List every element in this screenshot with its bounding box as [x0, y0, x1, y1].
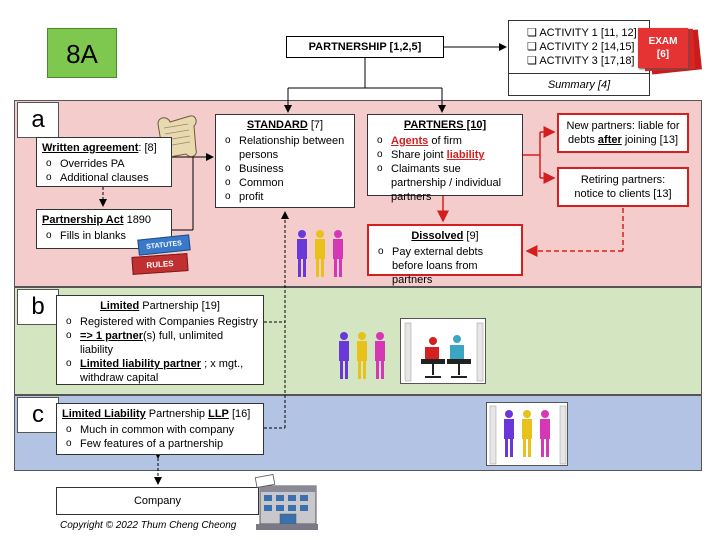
list-item: Business	[225, 162, 349, 176]
partners-title: PARTNERS [10]	[403, 119, 487, 131]
partners-people-icon	[297, 230, 343, 277]
chairs-icon	[404, 322, 484, 382]
copyright: Copyright © 2022 Thum Cheng Cheong	[60, 520, 237, 531]
exam-card[interactable]: EXAM [6]	[638, 28, 688, 68]
retiring-partners-box: Retiring partners: notice to clients [13…	[557, 167, 689, 207]
exam-label: EXAM	[648, 36, 678, 47]
building-icon	[254, 474, 318, 530]
llp-title-key: Limited Liability	[62, 408, 146, 420]
exam-ref: [6]	[656, 49, 670, 60]
partners-box: PARTNERS [10] Agents of firm Share joint…	[367, 114, 523, 203]
dissolved-title: Dissolved	[411, 230, 464, 242]
list-item: Share joint liability	[377, 148, 517, 162]
list-item: Few features of a partnership	[66, 437, 258, 451]
llp-title-mid: Partnership	[145, 408, 209, 420]
list-item: => 1 partner(s) full, unlimited liabilit…	[66, 329, 258, 357]
written-agreement-ref: : [8]	[138, 142, 157, 154]
retiring-line1: Retiring partners:	[580, 174, 666, 186]
retiring-line2: notice to clients [13]	[574, 188, 672, 200]
section-label-b: b	[17, 289, 59, 325]
new-partners-box: New partners: liable for debts after joi…	[557, 113, 689, 153]
list-item: Agents of firm	[377, 134, 517, 148]
llp-people-icon	[489, 405, 567, 465]
list-item: Additional clauses	[46, 171, 166, 185]
list-item: Relationship between persons	[225, 134, 349, 162]
standard-title: STANDARD	[246, 119, 308, 131]
list-item: Limited liability partner ; x mgt., with…	[66, 357, 258, 385]
section-label-a: a	[17, 102, 59, 138]
title-box: PARTNERSHIP [1,2,5]	[286, 36, 444, 58]
llp-title-abbr: LLP	[208, 408, 229, 420]
list-item: Registered with Companies Registry	[66, 315, 258, 329]
list-item: Pay external debts before loans from par…	[378, 245, 516, 287]
activity-1[interactable]: ❏ ACTIVITY 1 [11, 12]	[527, 27, 637, 39]
list-item: Common	[225, 176, 349, 190]
badge-8a: 8A	[47, 28, 117, 78]
list-item: Fills in blanks	[46, 229, 166, 243]
company-box: Company	[56, 487, 259, 515]
llp-box: Limited Liability Partnership LLP [16] M…	[56, 403, 264, 455]
limited-partnership-box: Limited Partnership [19] Registered with…	[56, 295, 264, 385]
dissolved-ref: [9]	[463, 230, 479, 242]
seated-partners-picture	[400, 318, 486, 384]
activities-box: ❏ ACTIVITY 1 [11, 12] ❏ ACTIVITY 2 [14,1…	[508, 20, 650, 96]
limited-title-rest: Partnership [19]	[139, 300, 220, 312]
written-agreement-box: Written agreement: [8] Overrides PA Addi…	[36, 137, 172, 187]
limited-title-key: Limited	[100, 300, 140, 312]
books-icon: STATUTES RULES	[131, 233, 192, 277]
list-item: Much in common with company	[66, 423, 258, 437]
llp-people-picture	[486, 402, 568, 466]
book-rules: RULES	[131, 253, 189, 275]
standard-ref: [7]	[307, 119, 324, 131]
list-item: Overrides PA	[46, 157, 166, 171]
summary-label: Summary [4]	[509, 73, 649, 96]
standard-box: STANDARD [7] Relationship between person…	[215, 114, 355, 208]
limited-people-icon	[339, 332, 385, 379]
dissolved-box: Dissolved [9] Pay external debts before …	[367, 224, 523, 286]
activity-3[interactable]: ❏ ACTIVITY 3 [17,18]	[527, 55, 635, 67]
partnership-act-year: 1890	[123, 214, 152, 226]
list-item: profit	[225, 190, 349, 204]
section-label-c: c	[17, 397, 59, 433]
partnership-act-title: Partnership Act	[42, 214, 124, 226]
list-item: Claimants sue partnership / individual p…	[377, 162, 517, 204]
llp-title-ref: [16]	[228, 408, 251, 420]
written-agreement-title: Written agreement	[42, 142, 139, 154]
activity-2[interactable]: ❏ ACTIVITY 2 [14,15]	[527, 41, 635, 53]
